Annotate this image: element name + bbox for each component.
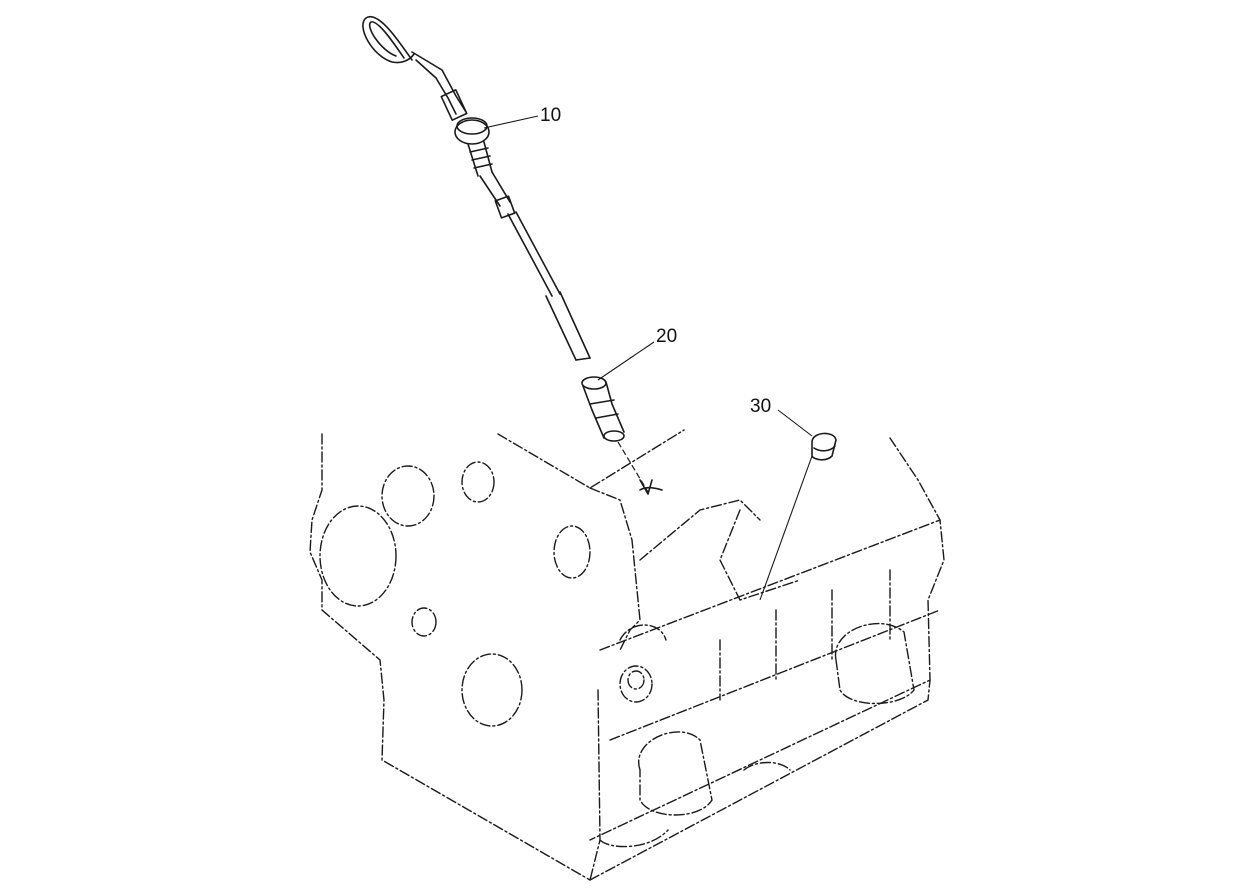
- callout-label-20: 20: [656, 326, 677, 347]
- callout-label-30: 30: [750, 396, 771, 417]
- bore-hole-5: [411, 607, 437, 637]
- engine-block: [309, 429, 945, 881]
- bore-hole-3: [461, 461, 495, 503]
- dipstick: [362, 15, 591, 361]
- callout-label-10: 10: [540, 105, 561, 126]
- bore-hole-4: [553, 525, 591, 579]
- guide-tube: [581, 376, 663, 495]
- callout-10: 10: [483, 105, 561, 129]
- bore-hole-1: [319, 505, 397, 607]
- plug: [759, 432, 837, 601]
- callout-30: 30: [750, 396, 813, 437]
- bore-hole-2: [381, 465, 435, 527]
- bore-hole-6: [461, 653, 523, 727]
- callout-20: 20: [597, 326, 677, 381]
